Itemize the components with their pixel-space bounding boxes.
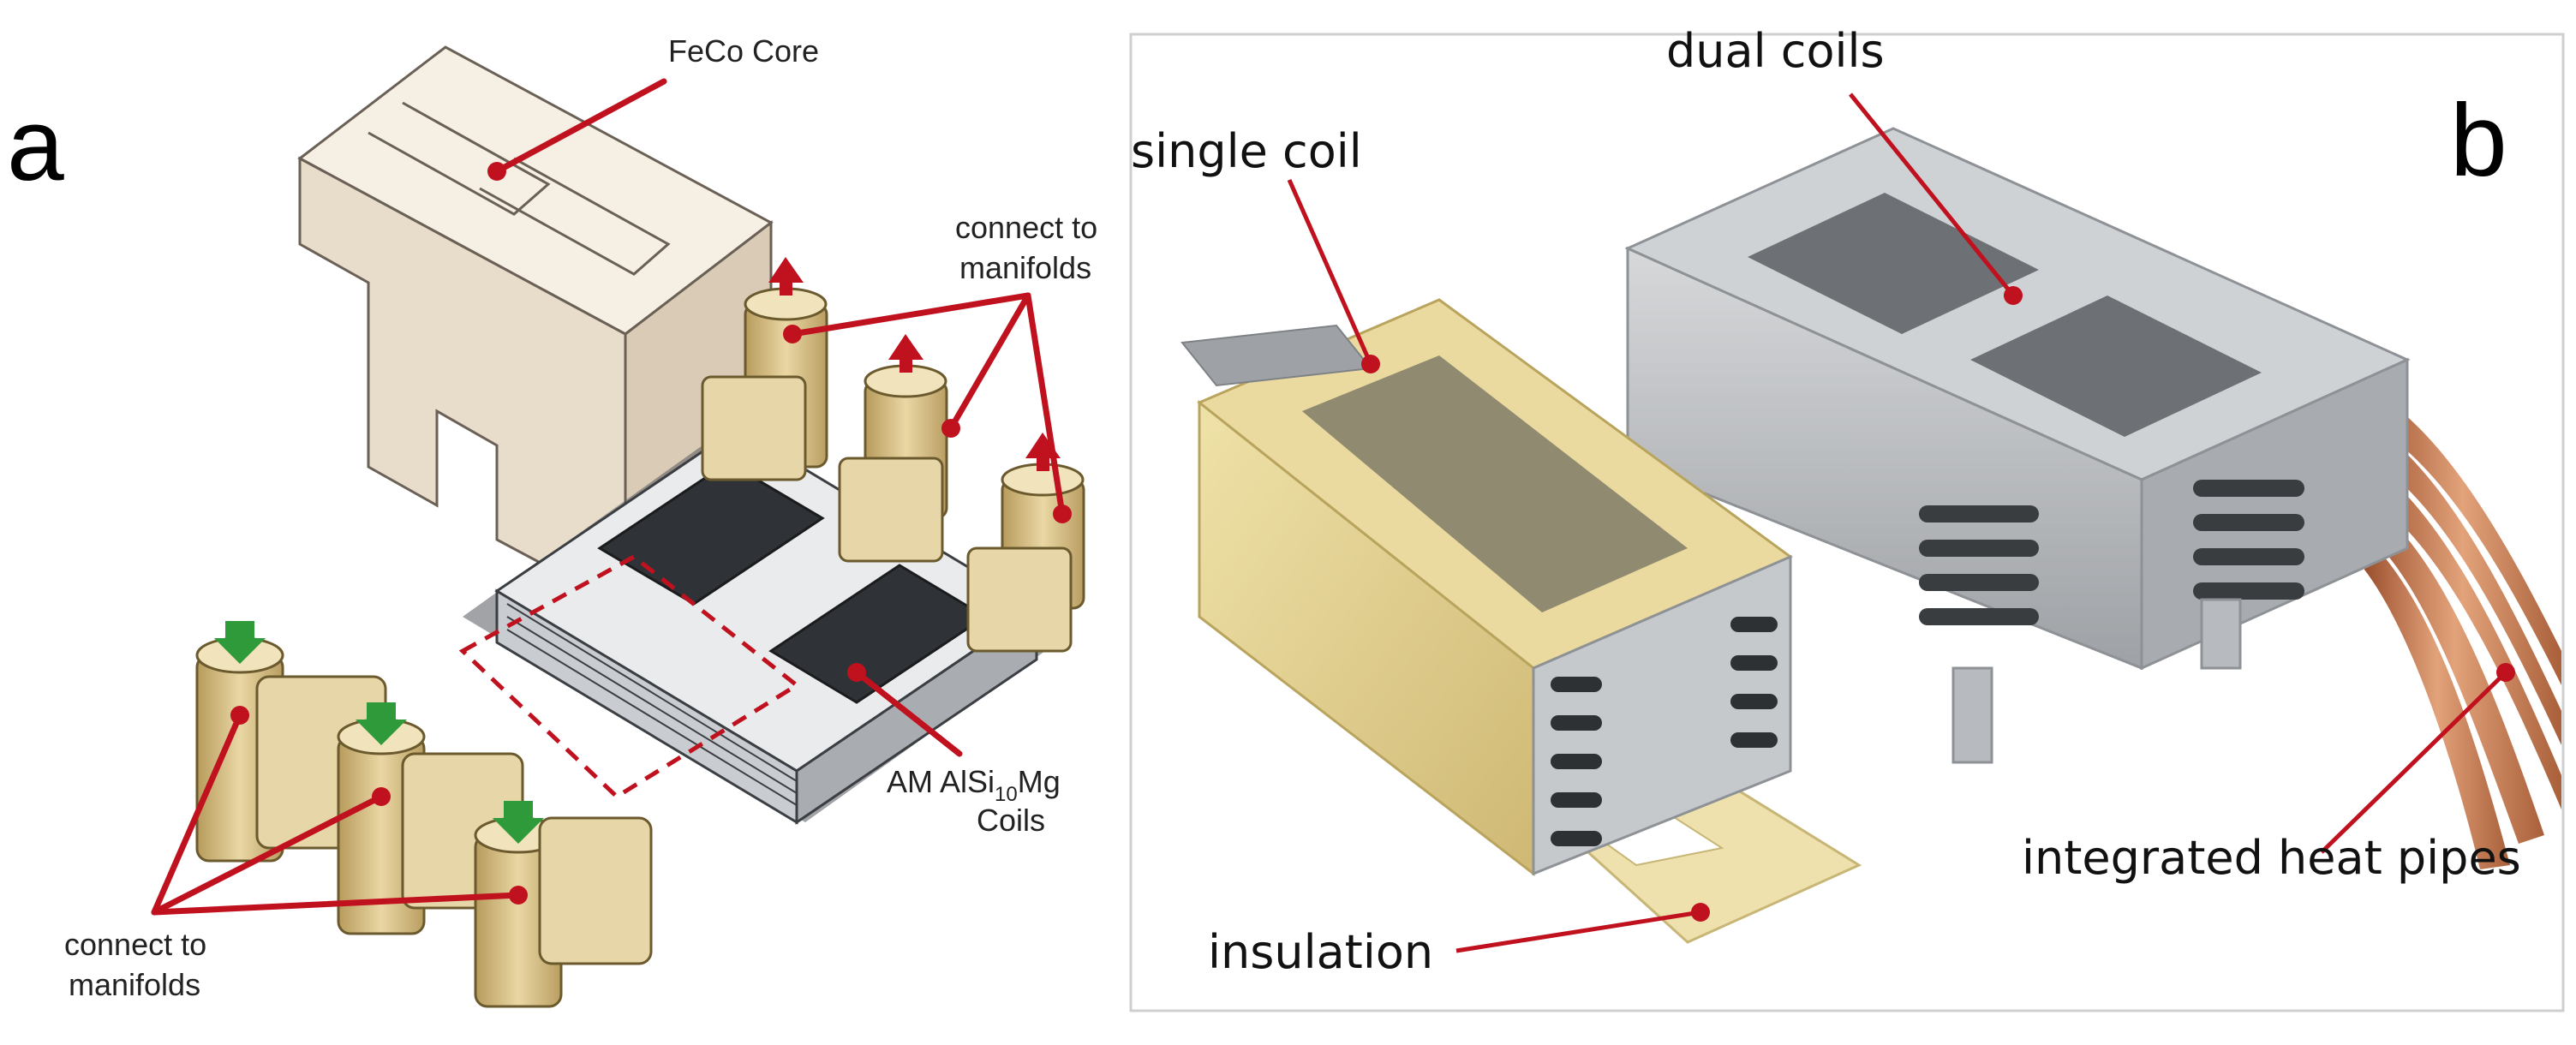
single-coil — [1180, 298, 1862, 944]
label-connect-top-line2: manifolds — [959, 250, 1091, 285]
label-connect-bottom-line1: connect to — [64, 927, 206, 962]
label-coils-subscript: 10 — [995, 783, 1018, 806]
label-coils-element: Mg — [1018, 764, 1061, 799]
label-connect-top-line1: connect to — [955, 210, 1097, 245]
coil-stack — [458, 427, 1045, 825]
label-insulation: insulation — [1208, 925, 1433, 979]
panel-b-letter: b — [2450, 83, 2507, 198]
label-dual-coils: dual coils — [1666, 24, 1885, 78]
label-feco-core: FeCo Core — [668, 33, 819, 69]
label-single-coil: single coil — [1131, 124, 1362, 178]
label-coils-line2: Coils — [977, 803, 1045, 838]
panel-a: a — [7, 33, 1097, 1008]
label-coils-main: AM AlSi — [887, 764, 995, 799]
dual-coils — [1624, 127, 2411, 764]
panel-b-leaders — [1287, 93, 2515, 953]
label-connect-bottom-line2: manifolds — [69, 967, 200, 1002]
label-heat-pipes: integrated heat pipes — [2022, 831, 2521, 885]
manifold-connectors-bottom — [195, 621, 653, 1008]
manifold-connectors-top — [701, 257, 1085, 653]
panel-b: b — [1129, 24, 2565, 1012]
panel-a-letter: a — [7, 87, 64, 202]
label-coils-line1: AM AlSi10Mg — [887, 764, 1061, 806]
panel-a-leaders — [151, 78, 1072, 916]
